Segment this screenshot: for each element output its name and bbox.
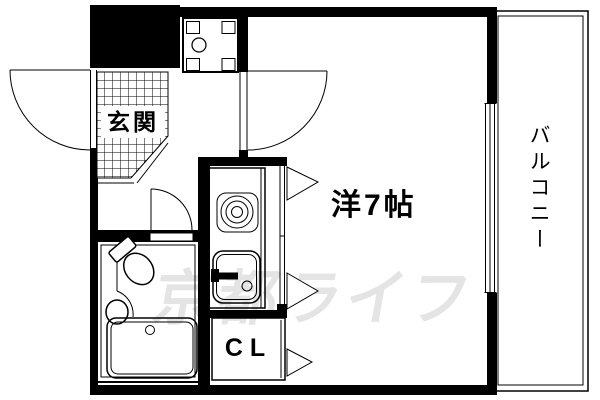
wall-nook-front-cap xyxy=(277,304,287,318)
room-door xyxy=(239,70,328,151)
vanity-counter-arc xyxy=(116,290,134,318)
wall-bottom xyxy=(90,385,497,395)
washer-drain xyxy=(191,37,207,53)
genkan-chamfer-line xyxy=(136,142,169,184)
opening-arrow-closet xyxy=(286,348,314,377)
closet-box xyxy=(211,317,286,381)
washbasin xyxy=(105,299,129,325)
balcony-inner-rail xyxy=(497,15,584,386)
bathtub-drain xyxy=(145,325,155,335)
bathroom xyxy=(95,236,201,383)
room-door-swing-arc xyxy=(247,70,328,151)
wall-balcony-upper xyxy=(487,7,497,103)
toilet xyxy=(108,236,155,286)
wall-top-left-mass xyxy=(90,5,180,68)
wall-kitchen-closet xyxy=(198,310,287,318)
opening-arrow-top xyxy=(286,166,320,201)
washer-pad-bl xyxy=(186,58,200,71)
opening-arrows xyxy=(286,166,320,377)
bathroom-inner-box xyxy=(100,244,196,378)
entrance-door xyxy=(9,69,97,151)
entrance-door-swing-arc xyxy=(9,69,91,151)
toilet-bowl xyxy=(122,252,155,286)
stove-burner-center xyxy=(231,206,243,218)
sliding-window xyxy=(484,103,497,293)
genkan-label: 玄関 xyxy=(101,106,165,138)
toilet-tank xyxy=(108,236,137,263)
balcony-label: バルコニー xyxy=(527,124,551,254)
room-label: 洋7帖 xyxy=(331,189,417,222)
sink-faucet-base xyxy=(211,269,219,282)
wall-top xyxy=(180,7,497,17)
sink-faucet-arm xyxy=(217,272,238,280)
stove-frame xyxy=(216,192,259,233)
washing-machine-pan xyxy=(182,17,239,73)
wall-left xyxy=(90,148,98,390)
stove-burner-outer xyxy=(220,195,254,229)
wall-washer-right xyxy=(237,7,248,72)
washer-pad-tr xyxy=(221,21,236,34)
kitchen-counter xyxy=(207,167,266,309)
washer-pan-frame xyxy=(182,17,239,73)
opening-arrow-middle xyxy=(286,272,319,310)
bathtub-outer xyxy=(106,317,198,379)
bathroom-door xyxy=(149,188,194,242)
washer-pad-tl xyxy=(186,21,200,34)
bathtub-inner xyxy=(110,321,194,375)
bathroom-outer-box xyxy=(95,239,201,383)
kitchen xyxy=(207,166,285,310)
washer-pad-br xyxy=(221,58,236,71)
bathroom-door-swing-arc xyxy=(150,188,193,231)
wall-nook-top xyxy=(198,157,287,166)
wall-balcony-lower xyxy=(487,293,497,387)
closet xyxy=(211,317,286,381)
stove-burner-mid xyxy=(225,200,249,224)
bathroom-door-sill xyxy=(149,232,194,242)
closet-label: CL xyxy=(224,334,273,362)
sink-knob xyxy=(241,280,253,292)
